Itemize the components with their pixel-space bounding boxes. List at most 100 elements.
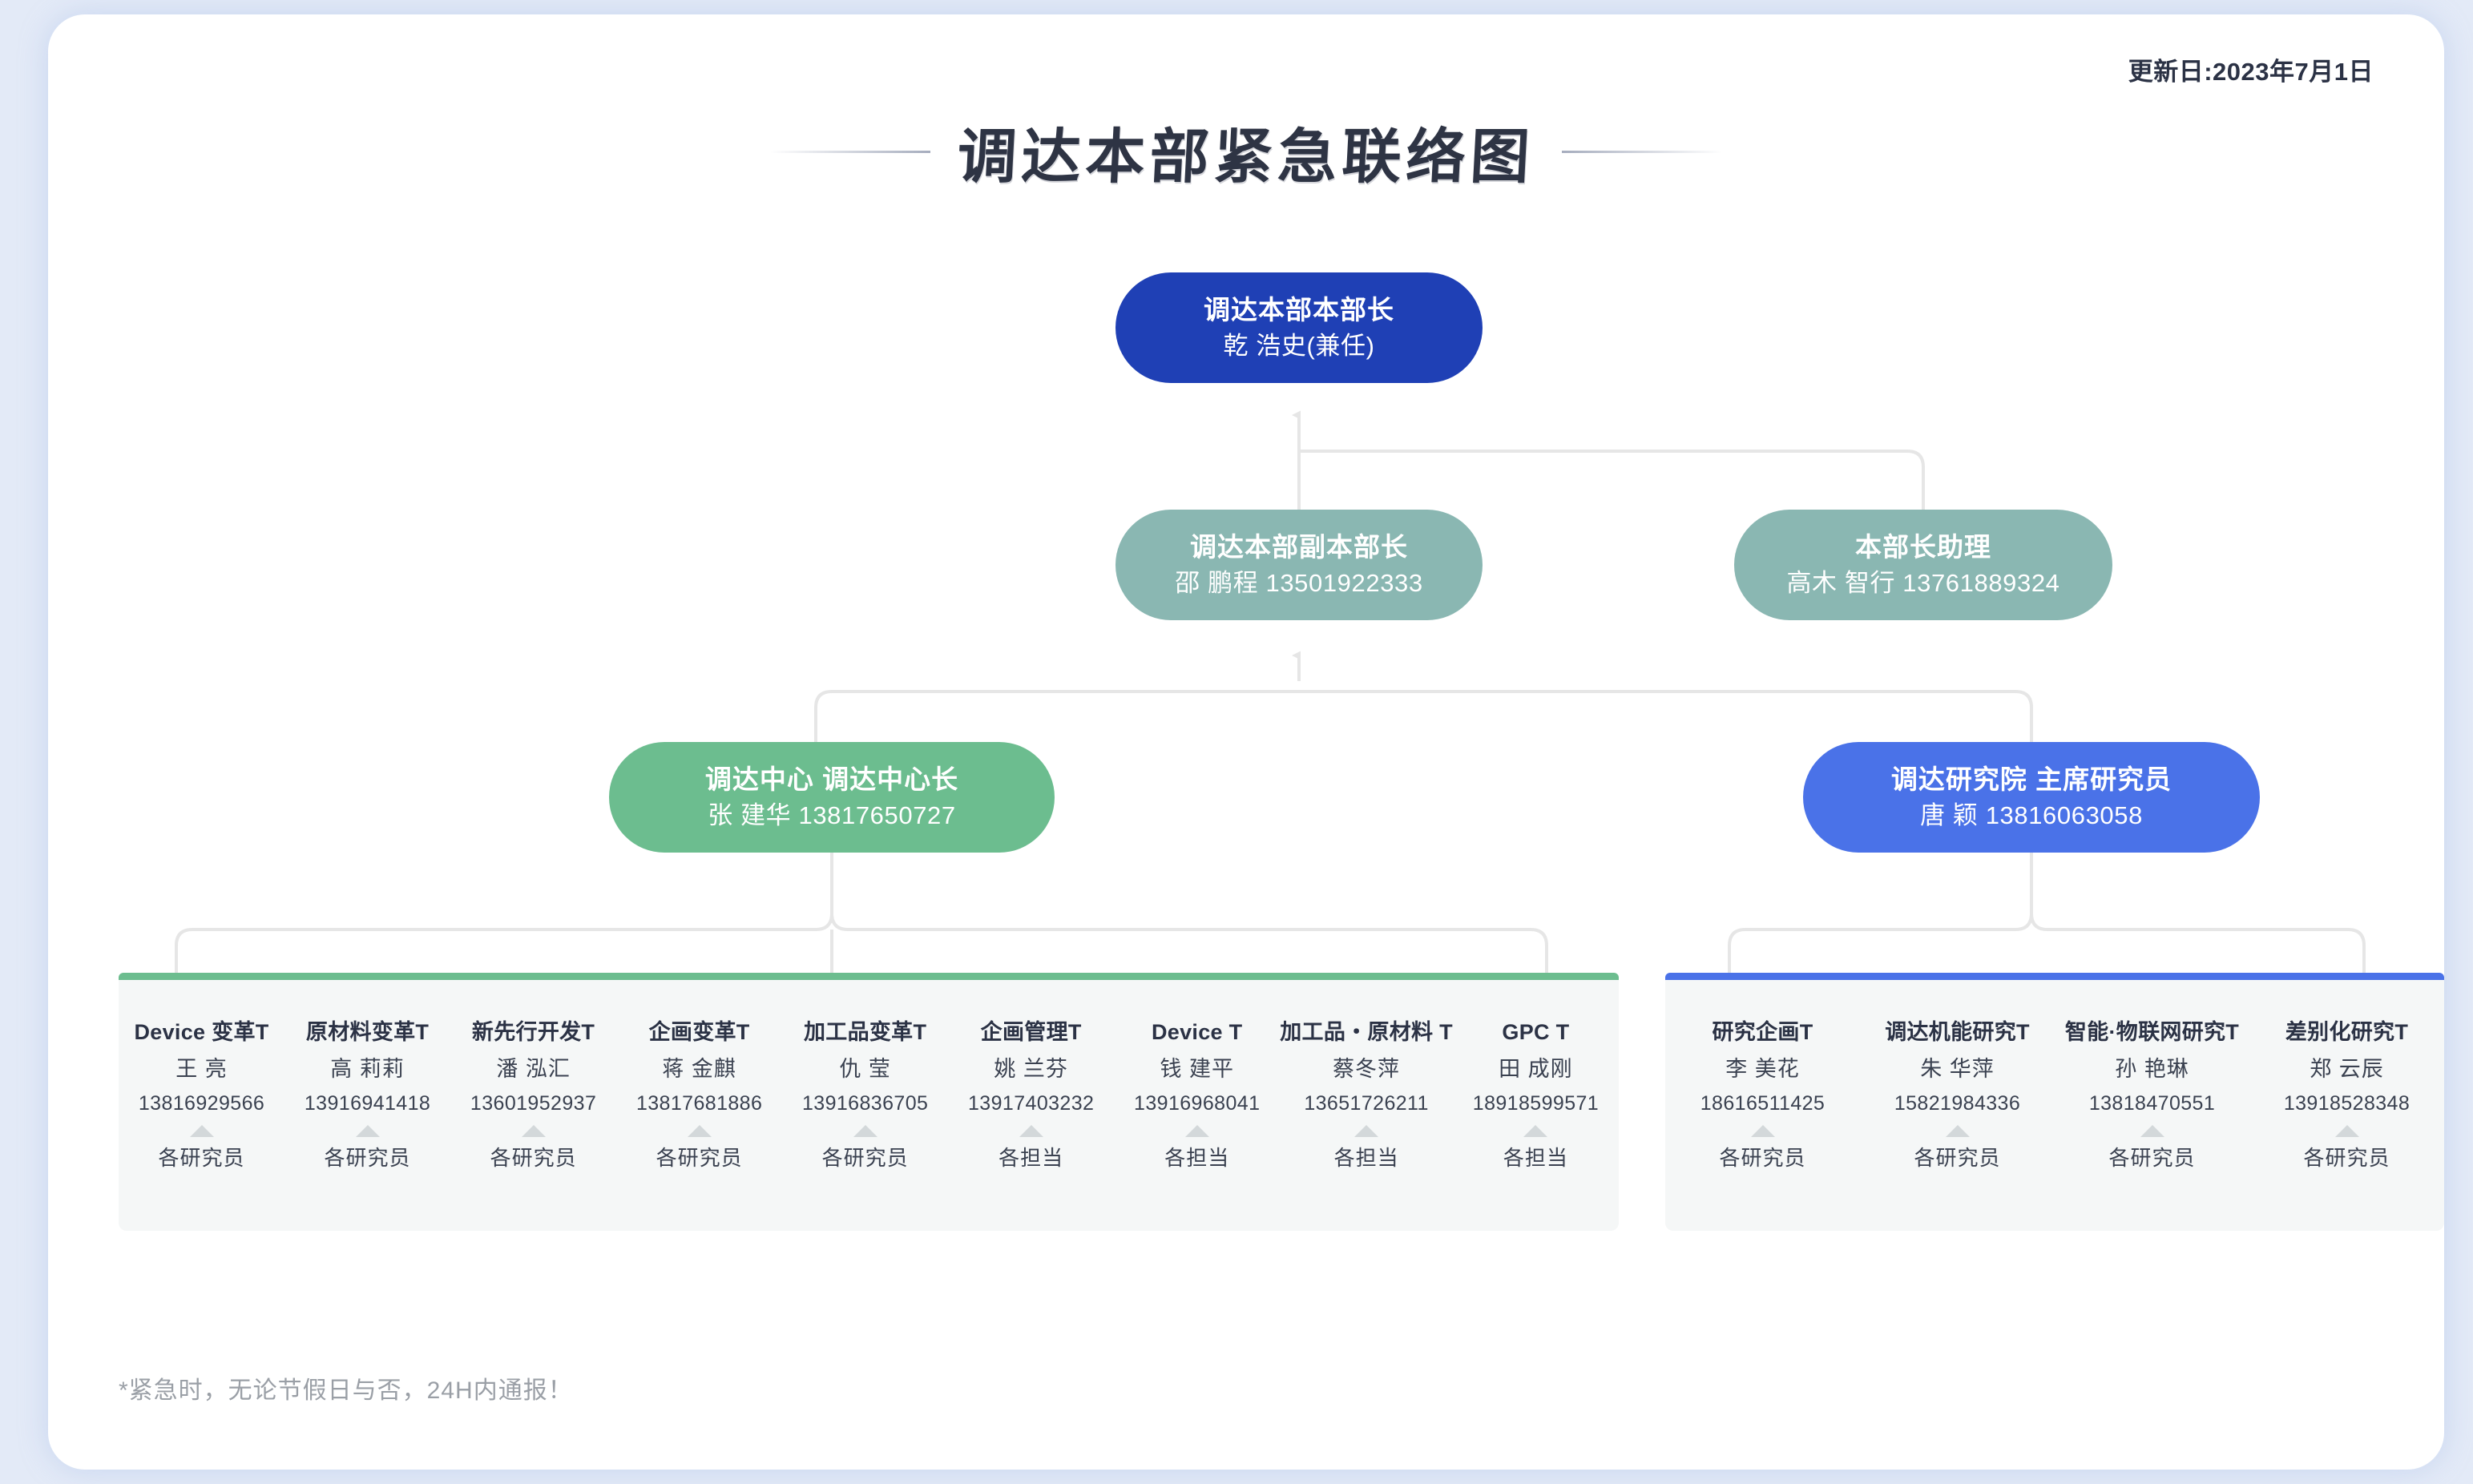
team-name: 差别化研究T [2285,1020,2409,1044]
team-leader-name: 姚 兰芬 [994,1056,1068,1081]
triangle-up-icon [189,1125,214,1138]
team-leader-name: 高 莉莉 [330,1056,405,1081]
triangle-up-icon [853,1125,877,1138]
title-rule-right-divider [1562,151,1722,153]
triangle-up-icon [1354,1125,1379,1138]
team-name: 新先行开发T [471,1020,595,1044]
team-leader-name: 仇 莹 [839,1056,891,1081]
triangle-up-icon [2334,1125,2359,1138]
team-name: 研究企画T [1712,1020,1813,1044]
team-members-label: 各担当 [1164,1146,1230,1171]
team-members-label: 各研究员 [1719,1146,1806,1171]
team-members-label: 各研究员 [324,1146,411,1171]
node-deputy-head[interactable]: 调达本部副本部长 邵 鹏程 13501922333 [1115,510,1483,620]
triangle-up-icon [687,1125,712,1138]
team-leader-phone: 18918599571 [1472,1091,1600,1115]
chart-card: 更新日:2023年7月1日 调达本部紧急联络图 [48,14,2444,1470]
title-rule-left-divider [770,151,930,153]
team-leader-phone: 13816929566 [138,1091,265,1115]
team-name: 企画管理T [980,1020,1082,1044]
team-members-label: 各担当 [1503,1146,1568,1171]
team-leader-phone: 13916941418 [304,1091,431,1115]
team-panel-center: Device 变革T 王 亮 13816929566 各研究员 原材料变革T 高 莉莉 13… [119,973,1619,1231]
team-name: 企画变革T [648,1020,750,1044]
node-person: 张 建华 13817650727 [708,800,956,829]
team-name: 加工品变革T [803,1020,927,1044]
team-leader-phone: 13918528348 [2283,1091,2410,1115]
node-role: 调达本部本部长 [1204,294,1394,325]
team-column[interactable]: 智能·物联网研究T 孙 艳琳 13818470551 各研究员 [2055,1020,2249,1171]
team-leader-name: 蒋 金麒 [662,1056,736,1081]
triangle-up-icon [355,1125,380,1138]
team-leader-name: 朱 华萍 [1920,1056,1995,1081]
team-column[interactable]: 差别化研究T 郑 云辰 13918528348 各研究员 [2249,1020,2444,1171]
page-title: 调达本部紧急联络图 [955,123,1536,192]
team-leader-phone: 13651726211 [1304,1091,1429,1115]
team-name: 加工品・原材料 T [1280,1020,1453,1044]
team-name: 调达机能研究T [1885,1020,2030,1044]
team-leader-phone: 18616511425 [1700,1091,1826,1115]
triangle-up-icon [1523,1125,1548,1138]
team-members-label: 各研究员 [490,1146,577,1171]
team-name: 智能·物联网研究T [2064,1020,2240,1044]
team-leader-name: 潘 泓汇 [496,1056,571,1081]
update-date-label: 更新日:2023年7月1日 [2128,58,2374,86]
triangle-up-icon [2140,1125,2164,1138]
team-column[interactable]: 研究企画T 李 美花 18616511425 各研究员 [1665,1020,1860,1171]
team-column[interactable]: Device 变革T 王 亮 13816929566 各研究员 [119,1020,284,1171]
team-column[interactable]: 原材料变革T 高 莉莉 13916941418 各研究员 [284,1020,450,1171]
team-name: Device 变革T [134,1020,269,1044]
team-leader-name: 王 亮 [175,1056,228,1081]
team-column[interactable]: 企画变革T 蒋 金麒 13817681886 各研究员 [616,1020,782,1171]
footnote-text: *紧急时，无论节假日与否，24H内通报！ [119,1377,573,1404]
team-leader-name: 蔡冬萍 [1333,1056,1401,1081]
team-leader-name: 李 美花 [1725,1056,1800,1081]
triangle-up-icon [1184,1125,1209,1138]
node-procurement-center[interactable]: 调达中心 调达中心长 张 建华 13817650727 [609,742,1055,853]
team-leader-phone: 13916968041 [1134,1091,1261,1115]
team-name: GPC T [1502,1020,1570,1044]
triangle-up-icon [1750,1125,1775,1138]
triangle-up-icon [521,1125,546,1138]
team-column[interactable]: 加工品・原材料 T 蔡冬萍 13651726211 各担当 [1280,1020,1453,1171]
team-column[interactable]: Device T 钱 建平 13916968041 各担当 [1114,1020,1280,1171]
team-members-label: 各研究员 [821,1146,909,1171]
team-column[interactable]: 新先行开发T 潘 泓汇 13601952937 各研究员 [450,1020,616,1171]
team-leader-phone: 13601952937 [470,1091,597,1115]
team-leader-phone: 13916836705 [801,1091,929,1115]
team-members-label: 各担当 [998,1146,1064,1171]
team-leader-name: 钱 建平 [1160,1056,1234,1081]
team-members-label: 各研究员 [2303,1146,2390,1171]
team-members-label: 各研究员 [656,1146,743,1171]
team-leader-phone: 13817681886 [635,1091,763,1115]
team-leader-name: 郑 云辰 [2310,1056,2384,1081]
team-members-label: 各担当 [1333,1146,1399,1171]
node-head-assistant[interactable]: 本部长助理 高木 智行 13761889324 [1734,510,2112,620]
team-name: Device T [1151,1020,1243,1044]
node-person: 高木 智行 13761889324 [1786,568,2060,597]
team-leader-phone: 13818470551 [2088,1091,2216,1115]
team-column[interactable]: 企画管理T 姚 兰芬 13917403232 各担当 [948,1020,1114,1171]
title-row: 调达本部紧急联络图 [48,109,2444,195]
node-role: 调达本部副本部长 [1190,531,1408,562]
team-members-label: 各研究员 [2108,1146,2196,1171]
node-role: 本部长助理 [1855,531,1991,562]
team-leader-name: 孙 艳琳 [2115,1056,2189,1081]
triangle-up-icon [1019,1125,1043,1138]
team-members-label: 各研究员 [158,1146,245,1171]
node-research-institute[interactable]: 调达研究院 主席研究员 唐 颖 13816063058 [1803,742,2260,853]
team-column-list: Device 变革T 王 亮 13816929566 各研究员 原材料变革T 高 莉莉 13… [119,980,1619,1231]
team-members-label: 各研究员 [1914,1146,2001,1171]
node-role: 调达中心 调达中心长 [704,764,959,794]
team-leader-phone: 13917403232 [968,1091,1095,1115]
node-head-of-division[interactable]: 调达本部本部长 乾 浩史(兼任) [1115,272,1483,383]
node-role: 调达研究院 主席研究员 [1890,764,2172,794]
team-column[interactable]: 加工品变革T 仇 莹 13916836705 各研究员 [782,1020,948,1171]
node-person: 唐 颖 13816063058 [1920,800,2143,829]
team-name: 原材料变革T [305,1020,430,1044]
